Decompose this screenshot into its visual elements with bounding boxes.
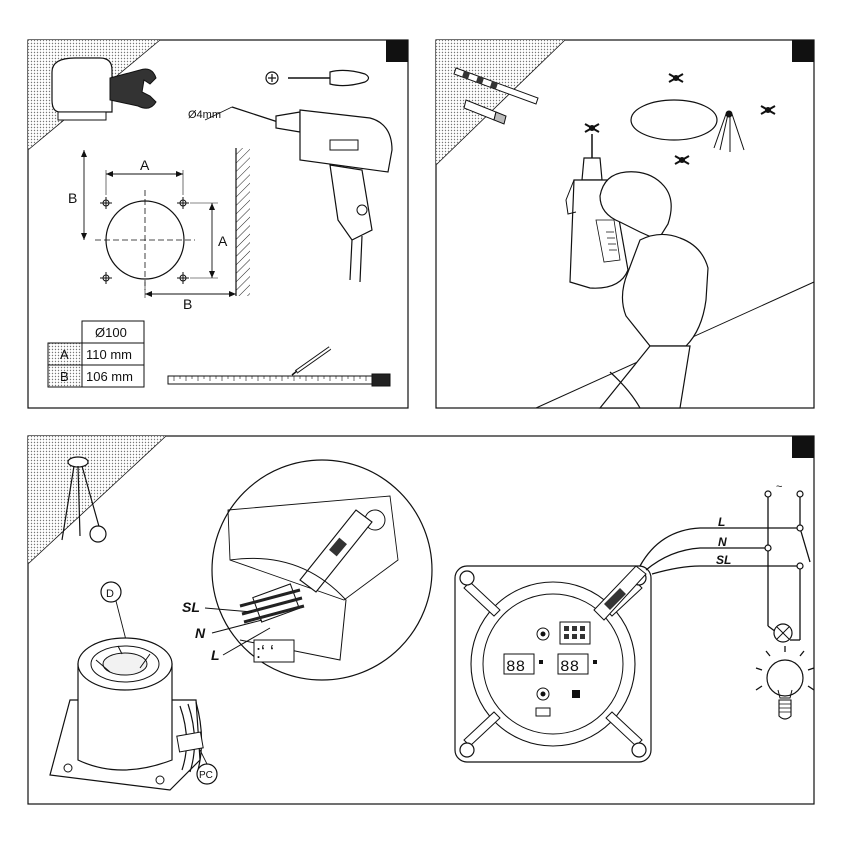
drill-icon [205,107,392,282]
dim-b-left-label: B [68,190,77,206]
panel-3-corner-marker [792,436,814,458]
wire-n-label: N [195,625,206,641]
cable-bundle [714,111,744,152]
hands-icon [600,172,708,408]
svg-text::‘ ‘: :‘ ‘ [256,642,274,662]
wire-sl-label: SL [182,599,200,615]
dim-a-right-label: A [218,233,228,249]
label-d: D [106,588,114,600]
cable-entry-callout [90,526,106,542]
dim-b-bottom-label: B [183,296,192,312]
label-pc: PC [199,770,213,781]
table-row-key: A [60,347,69,362]
circuit-n-label: N [718,535,727,549]
wire-l-label: L [211,647,220,663]
panel-1-drilling-template: Ø4mm [28,40,408,408]
display-segment: 88 [560,658,579,676]
supply-symbol: ~ [776,481,782,493]
panel-3-wiring: D PC :‘ ‘ SL N L [28,436,814,804]
lamp-symbol [774,624,792,642]
terminal-detail-magnifier: :‘ ‘ [212,460,432,680]
circuit-sl-label: SL [716,553,731,567]
drill-bit-label: Ø4mm [188,109,221,121]
hole-template [81,148,250,298]
fan-front-view: 88 88 [455,566,651,762]
table-row-key: B [60,369,69,384]
table-header: Ø100 [95,325,127,340]
display-segment: 88 [506,658,525,676]
fan-body-with-wrench-icon [52,58,156,120]
panel-2-corner-marker [792,40,814,62]
light-bulb-icon [756,646,814,719]
table-row-value: 106 mm [86,369,133,384]
ceiling-duct-hole [631,100,717,140]
screwdriver-icon [266,70,369,85]
table-row-value: 110 mm [86,347,132,362]
dim-a-top-label: A [140,157,150,173]
circuit-l-label: L [718,515,725,529]
pencil-icon [292,348,330,375]
tape-measure-icon [168,374,390,386]
panel-2-ceiling-drilling [436,40,814,408]
panel-1-corner-marker [386,40,408,62]
